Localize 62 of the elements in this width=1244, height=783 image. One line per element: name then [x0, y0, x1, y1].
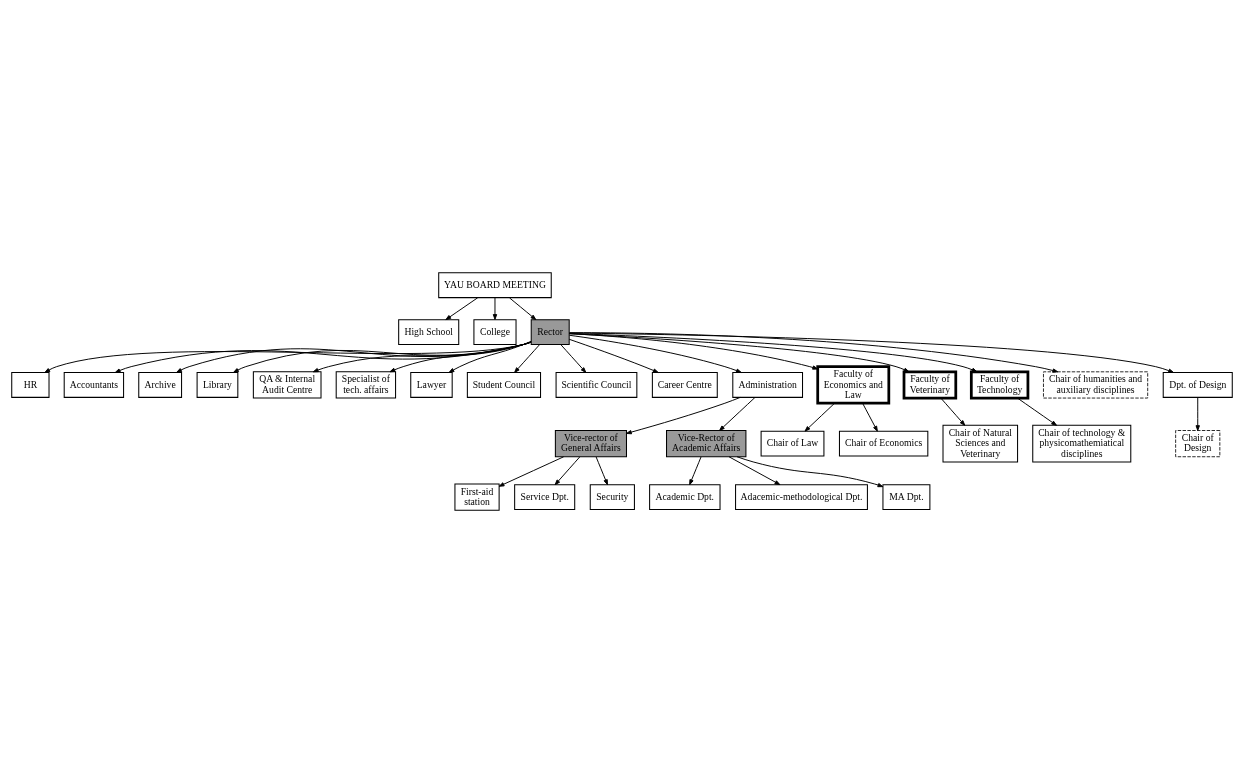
arrow — [568, 332, 1059, 373]
arrow — [568, 333, 910, 373]
arrow — [804, 402, 835, 432]
arrow — [514, 344, 540, 373]
arrow — [1195, 397, 1200, 431]
node-box: YAU BOARD MEETING — [438, 272, 552, 299]
arrow — [568, 338, 659, 373]
node-box: MA Dpt. — [882, 484, 931, 511]
arrow — [554, 456, 581, 486]
node-box: Scientific Council — [555, 372, 638, 398]
node-box: Student Council — [466, 372, 542, 398]
arrow — [389, 341, 532, 373]
node-box: HR — [11, 372, 50, 398]
node-box: Library — [196, 372, 239, 398]
node-box: Faculty of Economics and Law — [816, 365, 891, 405]
arrow — [492, 297, 498, 320]
node-box: Chair of Natural Sciences and Veterinary — [942, 424, 1019, 463]
node-box: Faculty of Veterinary — [902, 370, 958, 400]
node-box: Chair of Design — [1175, 430, 1221, 458]
arrow — [568, 332, 1174, 373]
node-box: Chair of Law — [760, 430, 825, 457]
arrow — [719, 397, 756, 431]
node-box: QA & Internal Audit Centre — [252, 371, 322, 399]
node-box: Dpt. of Design — [1162, 372, 1233, 398]
arrow — [595, 456, 608, 486]
arrow — [568, 332, 978, 373]
node-box: Archive — [138, 372, 183, 398]
node-box: Chair of Economics — [838, 430, 929, 457]
node-box: Administration — [732, 372, 804, 398]
node-box: First-aid station — [454, 483, 500, 511]
node-box: Adacemic-methodological Dpt. — [735, 484, 868, 511]
arrow — [560, 344, 587, 373]
node-box: Vice-rector of General Affairs — [554, 430, 627, 458]
node-box: Rector — [530, 319, 570, 346]
node-box: College — [473, 319, 517, 346]
node-box: Vice-Rector of Academic Affairs — [666, 430, 747, 458]
arrow — [568, 333, 819, 370]
arrow — [940, 397, 966, 426]
node-box: Academic Dpt. — [649, 484, 721, 511]
arrow — [568, 334, 742, 373]
node-box: Lawyer — [410, 372, 453, 398]
arrow — [445, 297, 479, 321]
node-box: Faculty of Technology — [969, 370, 1030, 400]
node-box: Security — [589, 484, 635, 511]
node-box: Career Centre — [651, 372, 718, 398]
arrow — [728, 456, 781, 486]
node-box: Specialist of tech. affairs — [335, 371, 397, 399]
arrow — [509, 297, 537, 321]
arrow — [736, 456, 884, 488]
arrow — [312, 341, 532, 373]
arrow — [1016, 397, 1057, 426]
node-box: Service Dpt. — [514, 484, 576, 511]
arrow — [498, 456, 565, 487]
node-box: Chair of humanities and auxiliary disciplines — [1043, 371, 1149, 399]
node-box: High School — [398, 319, 460, 346]
arrow — [233, 341, 532, 373]
node-box: Chair of technology & physicomathemiatical disciplines — [1032, 424, 1132, 463]
arrow — [689, 456, 702, 486]
node-box: Accountants — [63, 372, 125, 398]
arrow — [862, 402, 878, 432]
arrow — [626, 396, 741, 435]
arrow — [448, 340, 532, 373]
